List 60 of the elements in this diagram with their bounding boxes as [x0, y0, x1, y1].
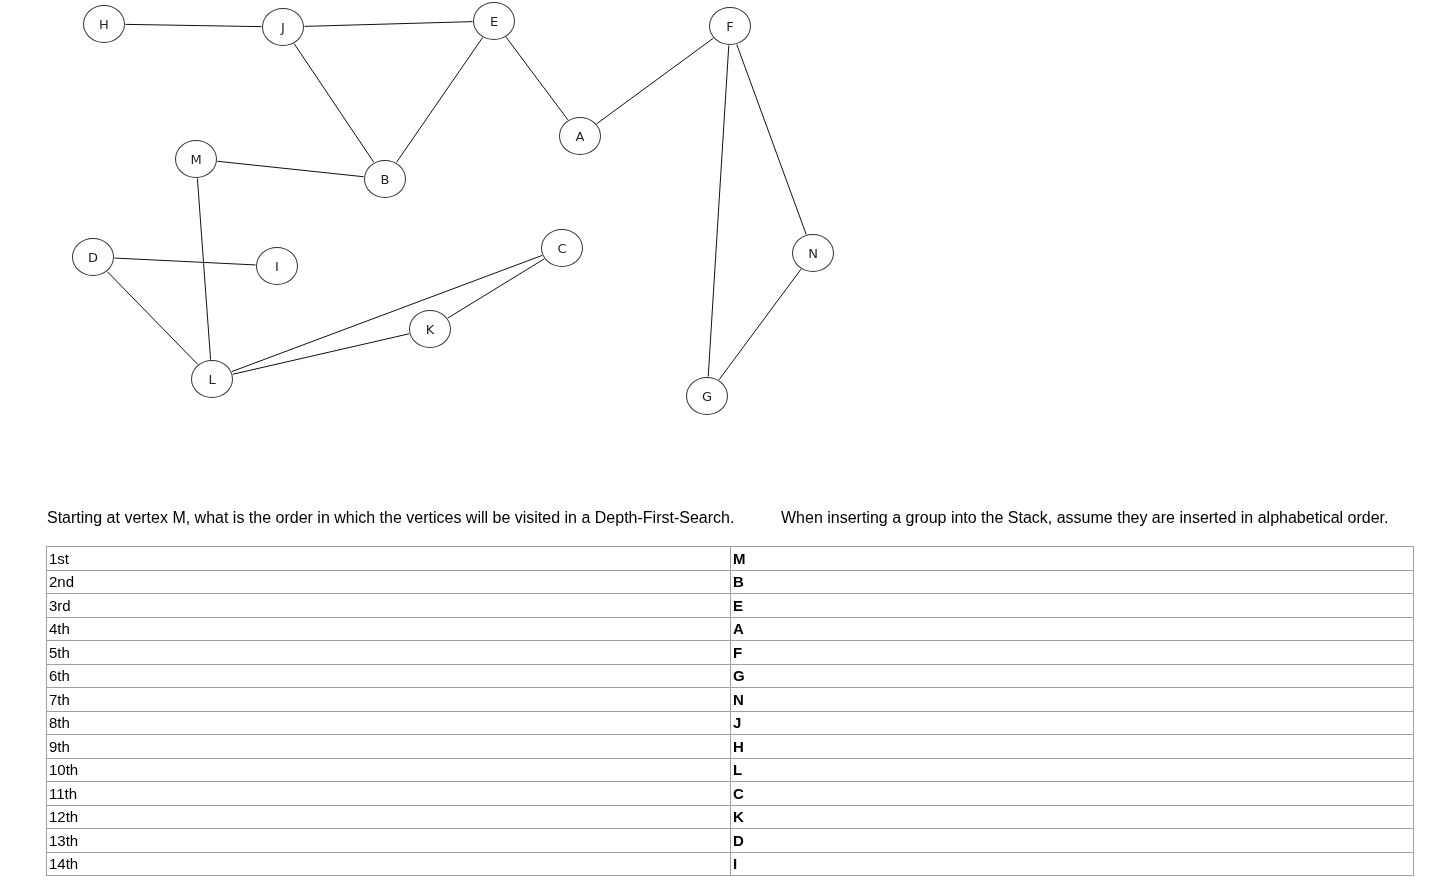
question-text: Starting at vertex M, what is the order in which the vertices will be visited in a Depth-First-Search. — [47, 509, 735, 527]
vertex-answer-cell: H — [730, 734, 1414, 758]
vertex-answer-cell: C — [730, 781, 1414, 805]
vertex-answer-cell: I — [730, 852, 1414, 876]
vertex-answer-cell: F — [730, 640, 1414, 664]
visit-order-cell: 8th — [46, 711, 731, 735]
vertex-circle: G — [686, 377, 728, 415]
vertex-circle: D — [72, 238, 114, 276]
vertex-circle: E — [473, 2, 515, 40]
vertex-circle: N — [792, 234, 834, 272]
visit-order-cell: 1st — [46, 546, 731, 570]
visit-order-cell: 11th — [46, 781, 731, 805]
vertex-answer-cell: A — [730, 617, 1414, 641]
vertex-circle: K — [409, 310, 451, 348]
visit-order-cell: 9th — [46, 734, 731, 758]
graph-edge — [293, 43, 375, 163]
vertex-answer-cell: K — [730, 805, 1414, 829]
vertex-circle: L — [191, 360, 233, 398]
vertex-answer-cell: B — [730, 570, 1414, 594]
visit-order-cell: 5th — [46, 640, 731, 664]
visit-order-cell: 2nd — [46, 570, 731, 594]
visit-order-cell: 10th — [46, 758, 731, 782]
vertex-answer-cell: J — [730, 711, 1414, 735]
graph-edge — [718, 268, 802, 381]
vertex-circle: B — [364, 160, 406, 198]
graph-edge — [736, 44, 807, 235]
vertex-answer-cell: G — [730, 664, 1414, 688]
graph-edge — [304, 21, 473, 27]
graph-edge — [707, 44, 730, 378]
graph-edge — [106, 271, 199, 365]
vertex-circle: A — [559, 117, 601, 155]
graph-edge — [447, 258, 545, 319]
graph-edge — [232, 333, 410, 375]
graph-edge — [216, 160, 365, 178]
vertex-circle: C — [541, 229, 583, 267]
visit-order-cell: 6th — [46, 664, 731, 688]
visit-order-cell: 12th — [46, 805, 731, 829]
graph-edge — [125, 23, 262, 28]
graph-edge — [231, 254, 543, 373]
visit-order-cell: 4th — [46, 617, 731, 641]
vertex-answer-cell: E — [730, 593, 1414, 617]
graph-edge — [596, 37, 714, 125]
vertex-answer-cell: D — [730, 828, 1414, 852]
visit-order-cell: 14th — [46, 852, 731, 876]
visit-order-cell: 7th — [46, 687, 731, 711]
graph-edge — [113, 257, 257, 266]
vertex-answer-cell: N — [730, 687, 1414, 711]
graph-edge — [395, 37, 484, 163]
visit-order-cell: 13th — [46, 828, 731, 852]
vertex-circle: M — [175, 140, 217, 178]
vertex-answer-cell: L — [730, 758, 1414, 782]
vertex-circle: F — [709, 7, 751, 45]
graph-edge — [196, 177, 212, 361]
vertex-circle: I — [256, 247, 298, 285]
graph-edge — [505, 36, 569, 121]
vertex-answer-cell: M — [730, 546, 1414, 570]
question-text: When inserting a group into the Stack, assume they are inserted in alphabetical order. — [781, 509, 1389, 527]
vertex-circle: J — [262, 8, 304, 46]
visit-order-cell: 3rd — [46, 593, 731, 617]
vertex-circle: H — [83, 5, 125, 43]
